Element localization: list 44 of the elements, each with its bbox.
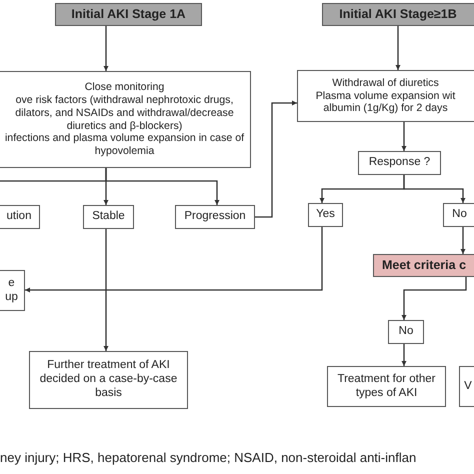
arrow: [104, 229, 108, 351]
node-text: No: [398, 325, 414, 339]
process-box: [443, 203, 474, 227]
process-box: [29, 351, 188, 409]
arrow: [104, 26, 108, 71]
node-text: Progression: [184, 210, 246, 224]
stage-header-box: [322, 3, 474, 26]
node-text: Initial AKI Stage≥1B: [339, 7, 457, 22]
node-text: Further treatment of AKI decided on a case-by-case basis: [38, 359, 178, 401]
node-text: infections and plasma volume expansion in case of hypovolemia: [4, 132, 246, 158]
caption-text: ney injury; HRS, hepatorenal syndrome; NSAID, non-steroidal anti-inflan: [0, 450, 416, 465]
arrow: [403, 175, 466, 203]
node-text: Withdrawal of diuretics: [332, 76, 439, 90]
process-box: [388, 320, 424, 344]
stage-header-box: [55, 3, 202, 26]
node-text: Close monitoring: [84, 81, 164, 94]
arrow: [105, 168, 220, 205]
node-text: Yes: [316, 208, 335, 222]
node-text: ove risk factors (withdrawal nephrotoxic drugs, dilators, and NSAIDs and withdrawal/decrease diuretics and β-blockers): [14, 94, 235, 132]
arrow: [396, 26, 400, 70]
node-text: e up: [4, 276, 19, 304]
process-box: [297, 70, 474, 122]
process-box: [83, 205, 134, 229]
node-text: Treatment for other types of AKI: [336, 372, 436, 400]
node-text: ution: [6, 210, 32, 224]
arrow: [402, 344, 406, 366]
arrow: [460, 227, 466, 254]
arrow: [402, 277, 467, 320]
process-box: [175, 205, 255, 229]
arrow: [25, 227, 323, 292]
node-text: Response ?: [368, 156, 430, 170]
node-text: No: [452, 208, 467, 222]
process-box: [327, 366, 446, 407]
node-text: Initial AKI Stage 1A: [71, 7, 186, 22]
arrow: [255, 100, 297, 218]
node-text: Stable: [92, 210, 125, 224]
arrow: [402, 122, 406, 151]
criteria-box: [373, 254, 474, 277]
process-box: [358, 151, 441, 175]
process-box: [308, 203, 343, 227]
node-text: Plasma volume expansion wit albumin (1g/Kg) for 2 days: [314, 90, 456, 116]
node-text: Meet criteria c: [382, 258, 466, 273]
process-box: [0, 71, 251, 168]
node-text: V: [464, 380, 472, 394]
